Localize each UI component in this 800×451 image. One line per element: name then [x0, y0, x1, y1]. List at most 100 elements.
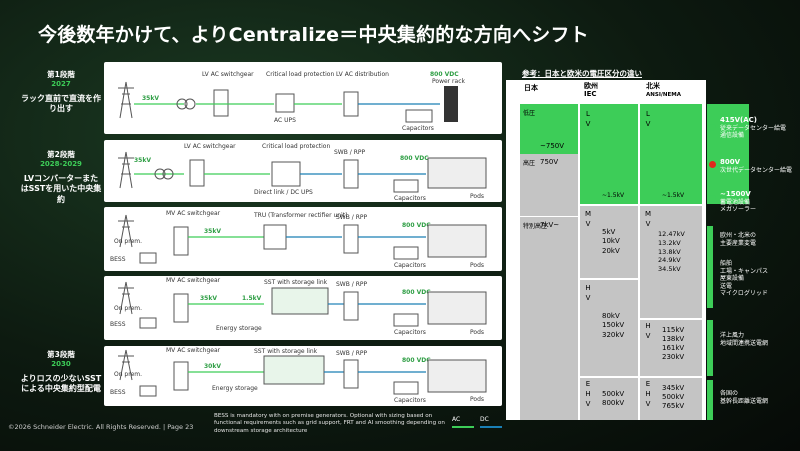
- p5-mv-switchgear: MV AC switchgear: [166, 347, 221, 354]
- stage-3-name: 第3段階: [47, 350, 75, 359]
- dc-ups-icon: [271, 161, 301, 187]
- p2-critical-load: Critical load protection: [262, 143, 330, 150]
- header-na-sub: ANSI/NEMA: [646, 92, 681, 99]
- swb-icon: [343, 359, 359, 389]
- p5-vdc: 800 VDC: [402, 357, 431, 364]
- na-mv-block: M V 12.47kV 13.2kV 13.8kV 24.9kV 34.5kV: [640, 206, 702, 318]
- na-hv-label: H V: [645, 322, 651, 340]
- switchgear-icon: [173, 226, 189, 256]
- japan-extra-label: 特別高圧: [523, 223, 548, 230]
- stage-2-name: 第2段階: [47, 150, 75, 159]
- pods-icon: [427, 157, 487, 189]
- p5-pods: Pods: [470, 396, 484, 403]
- p2-direct-link: Direct link / DC UPS: [254, 189, 313, 196]
- p3-pods: Pods: [470, 262, 484, 269]
- na-hv-block: H V 115kV 138kV 161kV 230kV: [640, 320, 702, 376]
- bess-note: BESS is mandatory with on premise genera…: [214, 413, 445, 434]
- header-na-name: 北米: [646, 82, 660, 90]
- diagram-panel-4: On prem. BESS MV AC switchgear 35kV 1.5k…: [104, 276, 502, 340]
- bess-icon: [139, 385, 157, 397]
- p3-on-prem: On prem.: [114, 238, 142, 245]
- na-mv-value: 12.47kV 13.2kV 13.8kV 24.9kV 34.5kV: [658, 230, 685, 274]
- stage-1-desc: ラック直前で直流を作り出す: [21, 93, 101, 114]
- voltage-table: 日本 欧州 IEC 北米 ANSI/NEMA 低圧 ~750V 高圧 750V …: [506, 80, 706, 420]
- note-mv-2: 船舶 工場・キャンパス 屋東設備 送電 マイクログリッド: [720, 260, 769, 297]
- p4-pods: Pods: [470, 329, 484, 336]
- p5-sst: SST with storage link: [254, 348, 318, 355]
- japan-extra-block: 特別高圧 7kV~: [520, 217, 578, 420]
- p4-sst: SST with storage link: [264, 279, 328, 286]
- p2-pods: Pods: [470, 193, 484, 200]
- p4-energy-storage: Energy storage: [216, 325, 262, 332]
- p2-swb: SWB / RPP: [334, 149, 365, 156]
- p2-capacitors: Capacitors: [394, 195, 426, 202]
- note-800v-value: 800V: [720, 158, 741, 166]
- p1-capacitors: Capacitors: [402, 125, 434, 132]
- stage-1-year: 2027: [51, 80, 71, 89]
- japan-low-label: 低圧: [523, 110, 536, 117]
- low-voltage-bar: [707, 104, 749, 204]
- dot-800v: [709, 161, 716, 168]
- na-ehv-block: E H V 345kV 500kV 765kV: [640, 378, 702, 420]
- pylon-icon: [118, 349, 134, 381]
- eu-lv-label: L V: [585, 110, 591, 128]
- dot-1500v: [709, 195, 716, 202]
- p3-swb: SWB / RPP: [336, 214, 367, 221]
- ups-icon: [275, 93, 295, 113]
- p5-capacitors: Capacitors: [394, 397, 426, 404]
- eu-ehv-label: E H V: [585, 380, 591, 408]
- switchgear-icon: [173, 293, 189, 323]
- pods-icon: [427, 224, 487, 258]
- pylon-icon: [118, 214, 134, 248]
- swb-icon: [343, 159, 359, 189]
- note-hv: 洋上風力 地域間連携送電網: [720, 332, 769, 347]
- eu-mv-label: M V: [584, 210, 592, 228]
- p4-vdc: 800 VDC: [402, 289, 431, 296]
- swb-icon: [343, 291, 359, 321]
- switchgear-icon: [189, 159, 205, 187]
- stage-2-desc: LVコンバーターまたはSSTを用いた中央集約: [20, 173, 102, 205]
- bess-icon: [139, 317, 157, 329]
- legend-dc-label: DC: [480, 416, 489, 423]
- p5-energy-storage: Energy storage: [212, 385, 258, 392]
- header-japan: 日本: [524, 84, 538, 92]
- p1-ac-ups: AC UPS: [274, 117, 296, 124]
- header-na: 北米 ANSI/NEMA: [646, 82, 681, 98]
- note-800v-text: 次世代データセンター給電: [720, 166, 793, 174]
- stage-3-label: 第3段階 2030 よりロスの少ないSSTによる中央集約型配電: [20, 350, 102, 395]
- p4-bess: BESS: [110, 321, 126, 328]
- p5-bess: BESS: [110, 389, 126, 396]
- p3-bess: BESS: [110, 256, 126, 263]
- eu-mv-value: 5kV 10kV 20kV: [602, 228, 620, 255]
- na-ehv-label: E H V: [645, 380, 651, 408]
- p1-lv-distribution: LV AC distribution: [336, 71, 389, 78]
- p4-swb: SWB / RPP: [336, 281, 367, 288]
- japan-extra-value: 7kV~: [540, 221, 560, 229]
- legend-ac-label: AC: [452, 416, 461, 423]
- japan-high-block: 高圧 750V: [520, 154, 578, 216]
- rack-icon: [444, 86, 458, 122]
- header-eu-sub: IEC: [584, 90, 597, 99]
- legend-dc-bar: [480, 426, 502, 428]
- capacitor-icon: [393, 313, 419, 327]
- eu-mv-block: M V 5kV 10kV 20kV: [580, 206, 638, 278]
- capacitor-icon: [393, 381, 419, 395]
- note-415v: 415V(AC) 従来データセンター給電 通信設備: [720, 116, 786, 140]
- japan-low-value: ~750V: [540, 142, 565, 150]
- footer-copyright: ©2026 Schneider Electric. All Rights Res…: [8, 423, 194, 431]
- swb-icon: [343, 224, 359, 254]
- stage-2-year: 2028-2029: [40, 160, 82, 169]
- p4-kv-label: 35kV: [200, 295, 217, 302]
- capacitor-icon: [405, 109, 433, 123]
- stage-3-desc: よりロスの少ないSSTによる中央集約型配電: [20, 373, 102, 394]
- stage-3-year: 2030: [51, 360, 71, 369]
- p3-vdc: 800 VDC: [402, 222, 431, 229]
- stage-2-label: 第2段階 2028-2029 LVコンバーターまたはSSTを用いた中央集約: [20, 150, 102, 206]
- pods-icon: [427, 359, 487, 393]
- p5-swb: SWB / RPP: [336, 350, 367, 357]
- eu-hv-value: 80kV 150kV 320kV: [602, 312, 625, 339]
- header-eu-name: 欧州: [584, 82, 598, 90]
- pods-icon: [427, 291, 487, 325]
- tru-icon: [263, 224, 287, 250]
- mv-bar: [707, 226, 713, 308]
